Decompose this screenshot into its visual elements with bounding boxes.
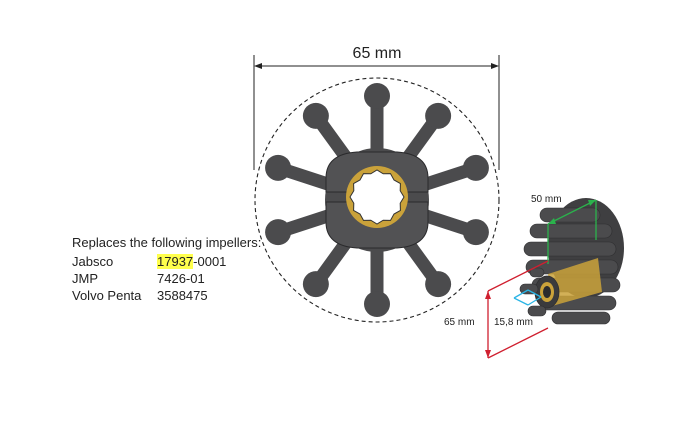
part-number: 3588475 — [157, 288, 208, 303]
impeller-blade-tip — [425, 271, 452, 298]
impeller-side-view — [519, 198, 624, 325]
shaft-dimension: 15,8 mm — [494, 289, 542, 328]
brand-name: Jabsco — [72, 254, 114, 269]
outer-diameter-circle — [254, 77, 500, 323]
impeller-blade-tip — [462, 154, 489, 181]
shaft-label: 15,8 mm — [494, 317, 533, 328]
replacement-list: Replaces the following impellers: Jabsco… — [72, 234, 261, 304]
impeller-blade-tip — [302, 271, 329, 298]
replacement-row-volvo-penta: Volvo Penta 3588475 — [72, 287, 261, 304]
brand-name: Volvo Penta — [72, 288, 142, 303]
impeller-blade-tip — [425, 102, 452, 129]
impeller-blade-tip — [364, 83, 390, 109]
impeller-blade-tip — [265, 154, 292, 181]
impeller-blade-tip — [302, 102, 329, 129]
length-dimension: 50 mm — [531, 194, 597, 264]
replacement-row-jabsco: Jabsco 17937-0001 — [72, 253, 261, 270]
impeller-blade-tip — [364, 291, 390, 317]
splined-bore — [349, 169, 405, 225]
diameter-dimension: 65 mm — [253, 45, 500, 170]
part-number: 7426-01 — [157, 271, 205, 286]
length-label: 50 mm — [531, 194, 562, 205]
brand-name: JMP — [72, 271, 98, 286]
replacement-title: Replaces the following impellers: — [72, 235, 262, 250]
part-number-highlight: 17937 — [157, 254, 194, 269]
part-number: 17937-0001 — [157, 253, 226, 270]
side-diameter-label: 65 mm — [444, 317, 475, 328]
diameter-label: 65 mm — [353, 45, 402, 62]
part-number-rest: -0001 — [193, 254, 227, 269]
replacement-row-jmp: JMP 7426-01 — [72, 270, 261, 287]
impeller-blade-tip — [462, 219, 489, 246]
side-diameter-dimension: 65 mm — [444, 260, 549, 359]
impeller-blade-tip — [265, 219, 292, 246]
impeller-front-view — [265, 83, 489, 317]
